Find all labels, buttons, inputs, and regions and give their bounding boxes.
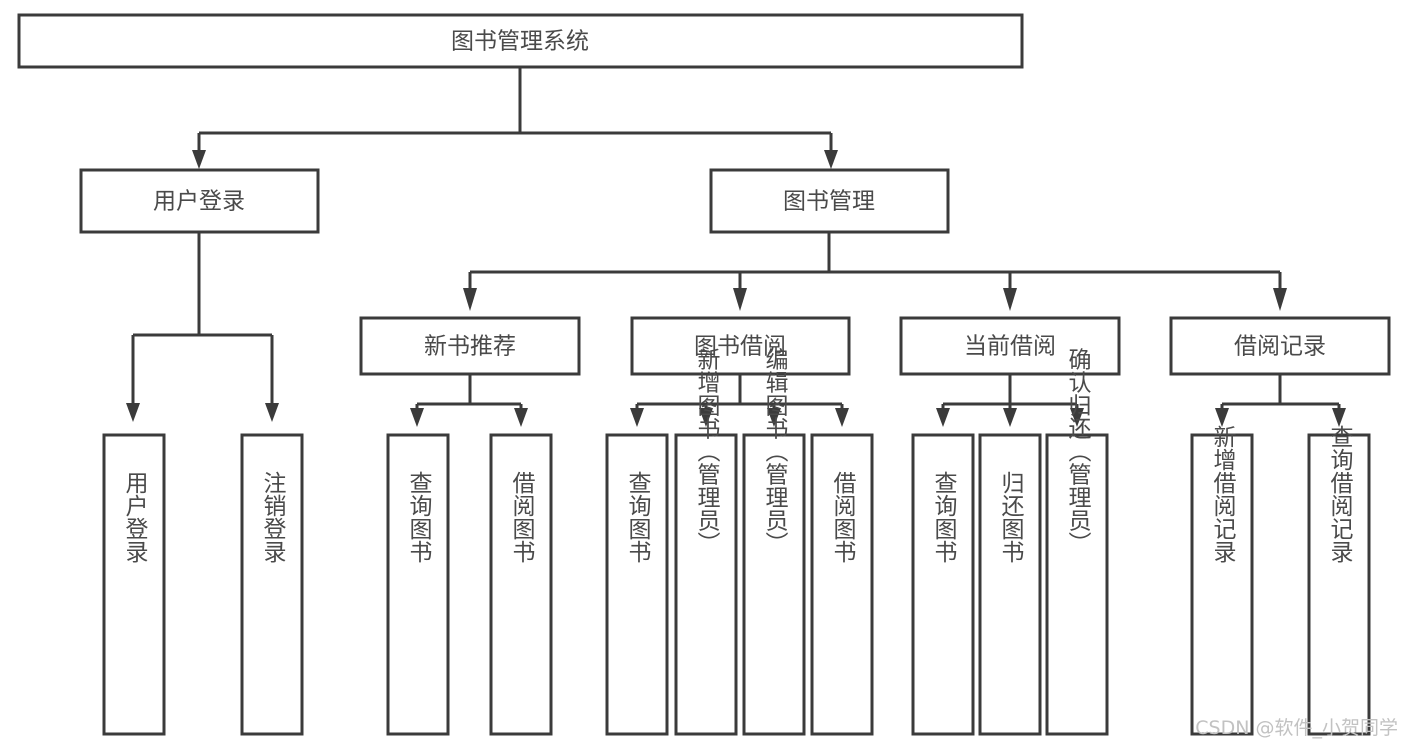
node-borrow-record-label: 借阅记录 [1234,334,1326,360]
leaf-add-borrow-record-label: 新增借阅记录 [1209,425,1237,563]
leaf-confirm-return-admin[interactable]: 确认归还（管理员） [1045,348,1109,736]
connector-book-manage-to-level3 [463,232,1287,311]
csdn-watermark: CSDN @软件_小贺同学 [1195,717,1398,739]
node-user-login-box [79,168,320,234]
connector-borrow-record-to-leaves [1215,374,1346,427]
leaf-confirm-return-admin-label: 确认归还（管理员） [1064,348,1092,555]
connector-user-login-to-leaves [126,232,279,422]
leaf-query-borrow-record-box [1307,433,1371,736]
leaf-query-book-2-label: 查询图书 [624,471,652,563]
leaf-add-book-admin-box [674,433,738,736]
arrowhead-to-book-manage [824,150,838,169]
node-current-borrow-label: 当前借阅 [964,334,1056,360]
node-root-box [17,13,1024,69]
leaf-query-book-3-label: 查询图书 [930,471,958,563]
node-book-borrow-label: 图书借阅 [694,334,786,360]
leaf-edit-book-admin[interactable]: 编辑图书（管理员） [742,348,806,736]
leaf-query-book-3-box [911,433,975,736]
leaf-return-book[interactable]: 归还图书 [978,433,1042,736]
leaf-query-borrow-record[interactable]: 查询借阅记录 [1307,425,1371,736]
leaf-add-book-admin-label: 新增图书（管理员） [693,348,721,555]
node-book-manage-label: 图书管理 [783,189,875,215]
leaf-query-book-3[interactable]: 查询图书 [911,433,975,736]
leaf-confirm-return-admin-box [1045,433,1109,736]
node-borrow-record-box [1169,316,1391,376]
connector-root-to-level2 [192,67,838,169]
leaf-user-login[interactable]: 用户登录 [102,433,166,736]
leaf-return-book-box [978,433,1042,736]
node-root[interactable]: 图书管理系统 [17,13,1024,69]
node-root-label: 图书管理系统 [451,29,589,55]
leaf-borrow-book-1[interactable]: 借阅图书 [489,433,553,736]
leaf-borrow-book-2[interactable]: 借阅图书 [810,433,874,736]
leaf-user-login-box [102,433,166,736]
connector-book-borrow-to-leaves [630,374,849,427]
leaf-borrow-book-2-label: 借阅图书 [829,471,857,563]
connector-new-book-recommend-to-leaves [410,374,528,427]
leaf-query-book-1[interactable]: 查询图书 [386,433,450,736]
leaf-query-book-2-box [605,433,669,736]
leaf-borrow-book-2-box [810,433,874,736]
leaf-edit-book-admin-box [742,433,806,736]
node-user-login[interactable]: 用户登录 [79,168,320,234]
leaf-user-logout[interactable]: 注销登录 [240,433,304,736]
node-user-login-label: 用户登录 [153,189,245,215]
node-new-book-recommend-box [359,316,581,376]
leaf-borrow-book-1-box [489,433,553,736]
connector-current-borrow-to-leaves [936,374,1084,427]
leaf-query-borrow-record-label: 查询借阅记录 [1326,425,1354,563]
leaf-user-login-label: 用户登录 [121,471,149,563]
leaf-borrow-book-1-label: 借阅图书 [508,471,536,563]
leaf-query-book-2[interactable]: 查询图书 [605,433,669,736]
leaf-return-book-label: 归还图书 [997,471,1025,563]
leaf-edit-book-admin-label: 编辑图书（管理员） [761,348,789,555]
leaf-user-logout-box [240,433,304,736]
node-new-book-recommend-label: 新书推荐 [424,334,516,360]
leaf-query-book-1-label: 查询图书 [405,471,433,563]
leaf-query-book-1-box [386,433,450,736]
node-borrow-record[interactable]: 借阅记录 [1169,316,1391,376]
leaf-add-book-admin[interactable]: 新增图书（管理员） [674,348,738,736]
node-book-manage[interactable]: 图书管理 [709,168,950,234]
node-book-borrow[interactable]: 图书借阅 [630,316,851,376]
arrowhead-to-user-login [192,150,206,169]
node-new-book-recommend[interactable]: 新书推荐 [359,316,581,376]
leaf-user-logout-label: 注销登录 [259,471,287,563]
leaf-add-borrow-record-box [1190,433,1254,736]
leaf-add-borrow-record[interactable]: 新增借阅记录 [1190,425,1254,736]
